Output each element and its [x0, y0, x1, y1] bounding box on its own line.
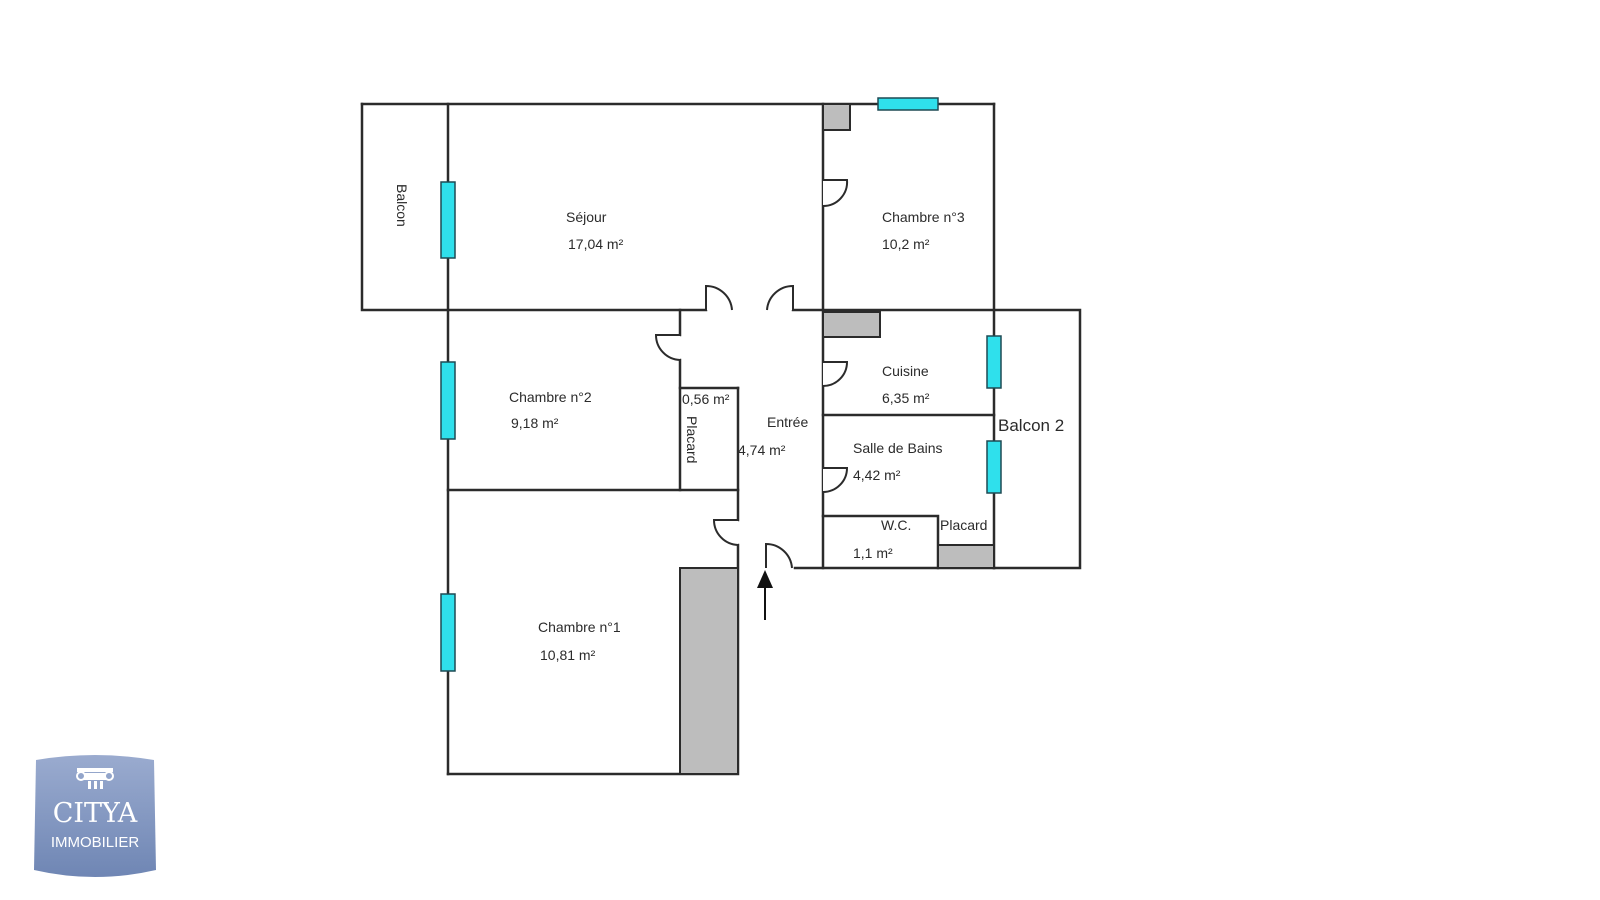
entree-name: Entrée	[767, 414, 808, 430]
door-sdb	[822, 467, 849, 493]
wardrobe-chambre1	[679, 567, 739, 775]
wc-area: 1,1 m²	[853, 545, 893, 561]
entry-arrow-icon	[757, 570, 773, 620]
door-cuisine	[822, 361, 849, 387]
doors	[654, 179, 849, 569]
chambre2-name: Chambre n°2	[509, 389, 592, 405]
balcon2-name: Balcon 2	[998, 416, 1064, 435]
entree-area: 4,74 m²	[738, 442, 786, 458]
window-chambre1	[440, 593, 456, 672]
windows	[440, 97, 1002, 672]
sejour-name: Séjour	[566, 209, 607, 225]
column-capital-icon	[76, 768, 114, 789]
placard1-name: Placard	[684, 416, 700, 463]
wc-name: W.C.	[881, 517, 911, 533]
duct-sejour	[822, 103, 851, 131]
door-chambre1	[712, 519, 739, 546]
logo-sub: IMMOBILIER	[51, 834, 140, 851]
door-chambre3	[822, 179, 849, 208]
placard-area: 0,56 m²	[682, 391, 730, 407]
balcon-name: Balcon	[394, 184, 410, 227]
chambre3-area: 10,2 m²	[882, 236, 930, 252]
room-labels: Séjour 17,04 m² Chambre n°3 10,2 m² Balc…	[394, 184, 1064, 663]
chambre1-area: 10,81 m²	[540, 647, 596, 663]
window-chambre2	[440, 361, 456, 440]
door-entree	[765, 542, 793, 569]
closet-wc	[937, 544, 995, 569]
sdb-name: Salle de Bains	[853, 440, 943, 456]
citya-logo: CITYA IMMOBILIER	[34, 755, 156, 877]
chambre1-name: Chambre n°1	[538, 619, 621, 635]
chambre2-area: 9,18 m²	[511, 415, 559, 431]
closets	[679, 103, 995, 775]
window-sdb	[986, 440, 1002, 494]
window-cuisine	[986, 335, 1002, 389]
sdb-area: 4,42 m²	[853, 467, 901, 483]
door-sejour-2	[766, 284, 794, 311]
cuisine-name: Cuisine	[882, 363, 929, 379]
door-chambre2	[654, 334, 681, 361]
chambre3-name: Chambre n°3	[882, 209, 965, 225]
door-sejour-1	[705, 284, 733, 311]
window-chambre3	[877, 97, 939, 111]
sejour-area: 17,04 m²	[568, 236, 624, 252]
window-balcon	[440, 181, 456, 259]
cuisine-area: 6,35 m²	[882, 390, 930, 406]
placard2-name: Placard	[940, 517, 987, 533]
duct-cuisine	[822, 311, 881, 338]
logo-brand: CITYA	[53, 798, 138, 829]
